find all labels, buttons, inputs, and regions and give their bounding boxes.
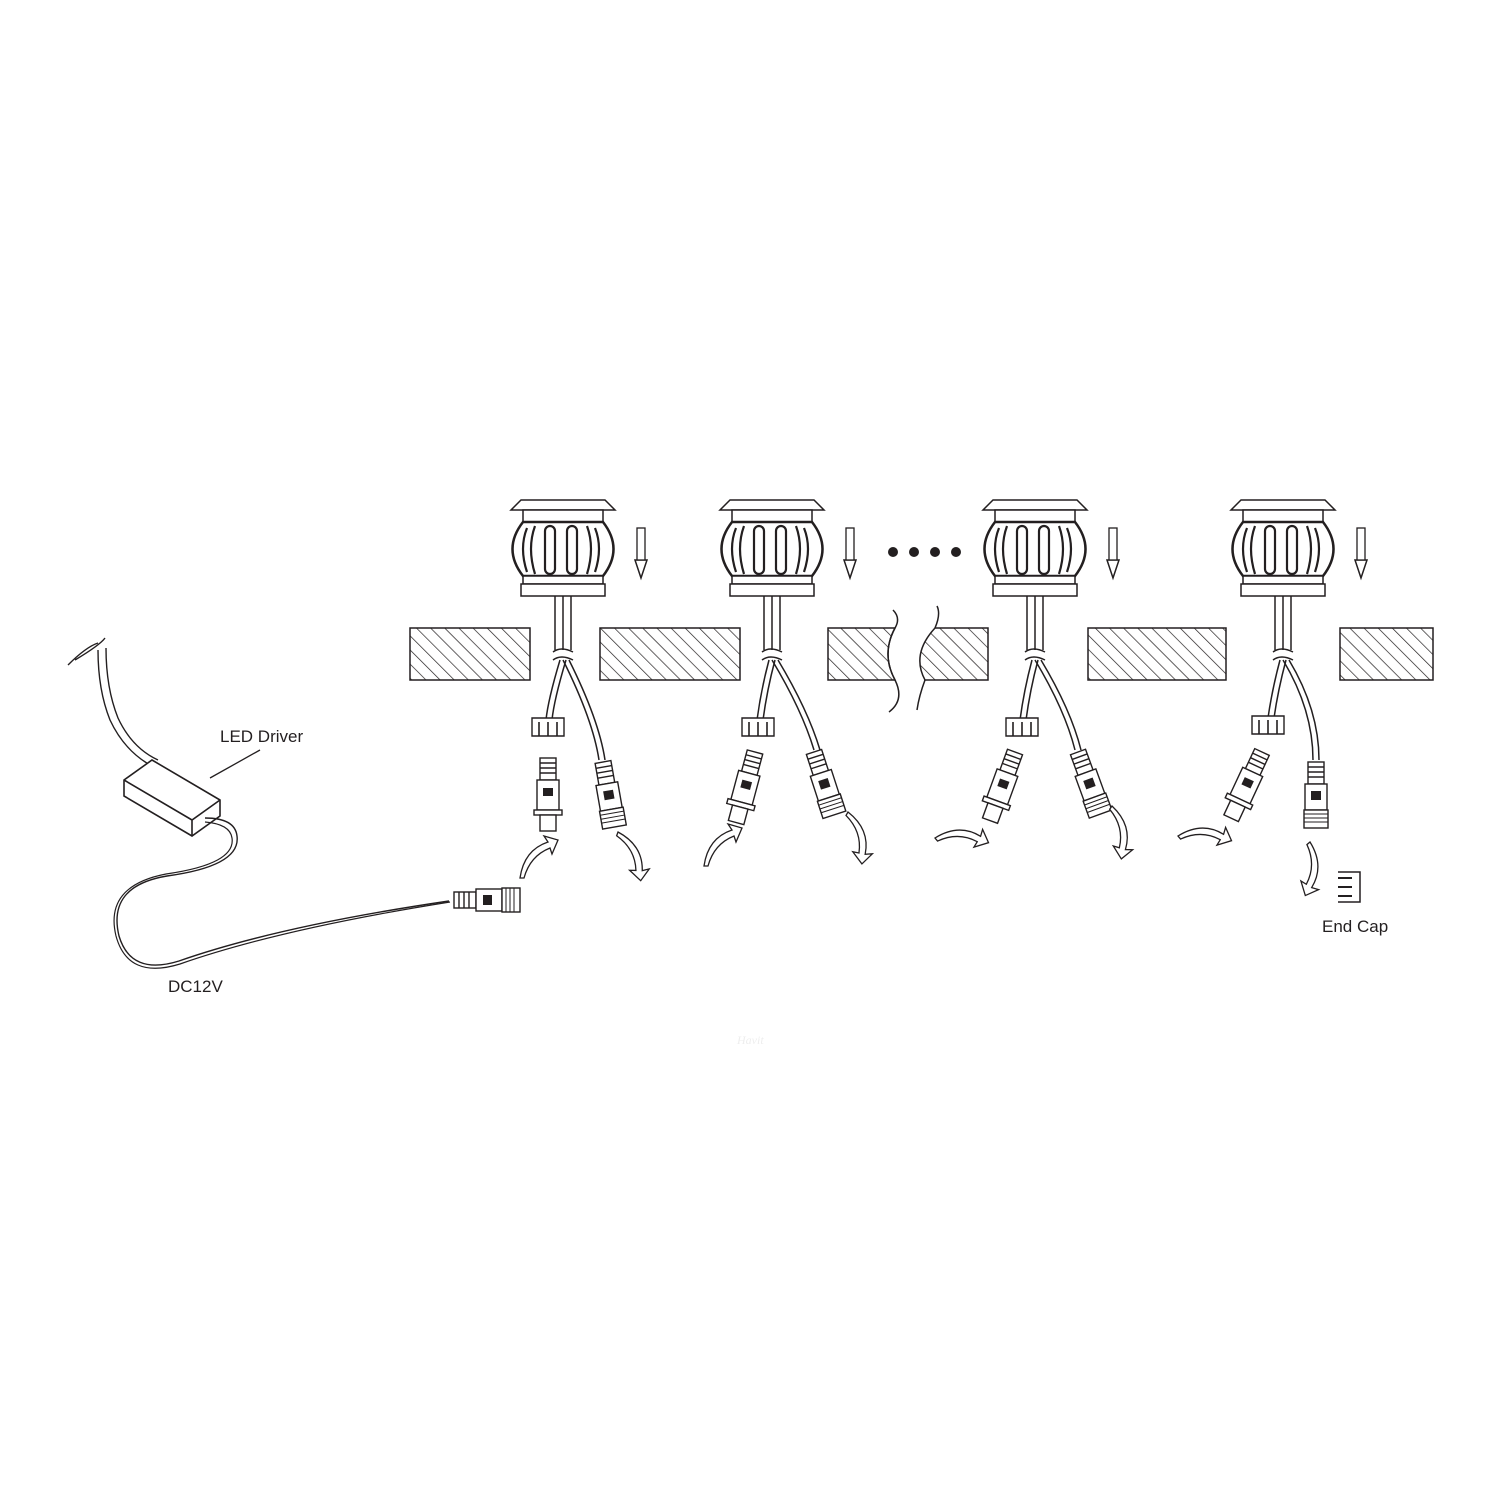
connect-arrow [604, 831, 659, 883]
nut-connector [741, 717, 775, 737]
deck-board [1087, 627, 1227, 681]
fixture-4-cables [1267, 659, 1320, 761]
deck-board [1339, 627, 1434, 681]
connect-arrow [1177, 808, 1236, 866]
end-cap-label: End Cap [1322, 917, 1389, 936]
connect-arrow [1280, 841, 1338, 900]
nut-connector [1251, 715, 1285, 735]
nut-connector [531, 717, 565, 737]
deck-board-break-right [919, 627, 989, 681]
continuation-dots [888, 547, 961, 557]
male-plug [1217, 745, 1276, 825]
deck-board [599, 627, 741, 681]
connect-arrow [703, 823, 743, 867]
end-cap [1338, 871, 1361, 903]
led-driver-label: LED Driver [220, 727, 304, 746]
fixture-2-cables [756, 659, 821, 751]
led-driver [67, 637, 451, 969]
female-socket [1066, 747, 1113, 819]
female-socket [590, 759, 627, 830]
deck-boards [409, 605, 1434, 713]
deck-board [409, 627, 531, 681]
connect-arrow [519, 835, 559, 879]
driver-output-socket [453, 887, 521, 913]
female-socket [1303, 761, 1329, 829]
break-line [887, 609, 900, 713]
male-plug [721, 747, 770, 827]
connect-arrow [828, 811, 886, 867]
voltage-label: DC12V [168, 977, 223, 996]
nut-connector [1005, 717, 1039, 737]
fixture-1-cables [545, 659, 606, 761]
deck-board-break-left [827, 627, 897, 681]
watermark-logo: Havit [737, 1033, 764, 1047]
male-plug [976, 746, 1029, 827]
female-socket [801, 747, 847, 820]
fixture-3-cables [1019, 659, 1082, 751]
male-plug [533, 757, 563, 832]
connect-arrow [934, 810, 993, 868]
